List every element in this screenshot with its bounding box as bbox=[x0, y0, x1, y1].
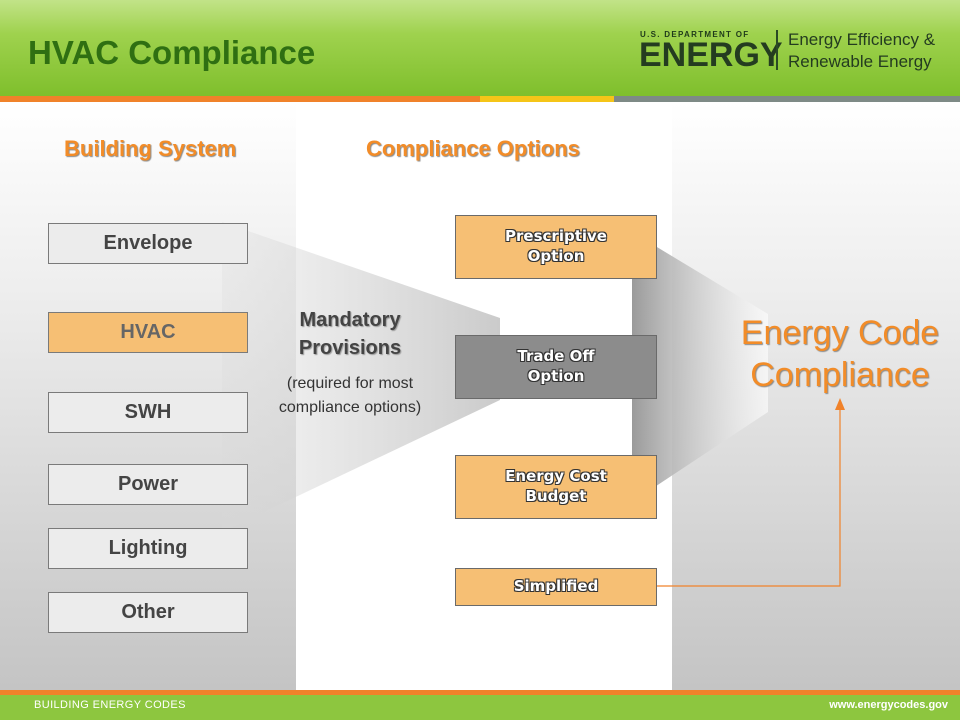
option-prescriptive: Prescriptive Option bbox=[455, 215, 657, 279]
heading-building-system: Building System bbox=[64, 136, 237, 161]
ecb-line1: Energy Cost bbox=[505, 467, 607, 485]
eere-logo-line1: Energy Efficiency & bbox=[788, 30, 936, 49]
eere-logo-line2: Renewable Energy bbox=[788, 52, 932, 71]
logo-divider bbox=[776, 30, 778, 70]
system-swh: SWH bbox=[48, 392, 248, 433]
mandatory-provisions-note: (required for most compliance options) bbox=[250, 372, 450, 420]
header-banner: HVAC Compliance U.S. DEPARTMENT OF ENERG… bbox=[0, 0, 960, 96]
accent-bar-orange bbox=[0, 96, 480, 102]
prescriptive-line1: Prescriptive bbox=[505, 227, 607, 245]
accent-bar-gray bbox=[614, 96, 960, 102]
footer: BUILDING ENERGY CODES www.energycodes.go… bbox=[0, 695, 960, 720]
mandatory-provisions-title: Mandatory Provisions bbox=[260, 306, 440, 362]
option-energy-cost-budget: Energy Cost Budget bbox=[455, 455, 657, 519]
tradeoff-line1: Trade Off bbox=[517, 347, 595, 365]
system-lighting: Lighting bbox=[48, 528, 248, 569]
accent-bar-yellow bbox=[480, 96, 614, 102]
ecb-line2: Budget bbox=[525, 487, 587, 505]
ecc-line1: Energy Code bbox=[740, 314, 940, 352]
simplified-label: Simplified bbox=[513, 577, 599, 595]
tradeoff-line2: Option bbox=[527, 367, 585, 385]
ecc-line2: Compliance bbox=[750, 356, 930, 394]
energy-code-compliance-label: Energy Code Compliance bbox=[705, 312, 960, 396]
system-hvac: HVAC bbox=[48, 312, 248, 353]
footer-program-name: BUILDING ENERGY CODES bbox=[34, 699, 186, 711]
system-envelope: Envelope bbox=[48, 223, 248, 264]
options-funnel-shape bbox=[632, 232, 768, 502]
system-power: Power bbox=[48, 464, 248, 505]
option-simplified: Simplified bbox=[455, 568, 657, 606]
system-other: Other bbox=[48, 592, 248, 633]
mandatory-note-line2: compliance options) bbox=[278, 399, 422, 416]
footer-accent-bar bbox=[0, 690, 960, 695]
mandatory-title-line2: Provisions bbox=[298, 337, 402, 359]
prescriptive-line2: Option bbox=[527, 247, 585, 265]
doe-logo-agency-line: U.S. DEPARTMENT OF bbox=[640, 30, 750, 39]
heading-compliance-options: Compliance Options bbox=[366, 136, 580, 161]
doe-logo-energy-word: ENERGY bbox=[639, 36, 783, 74]
option-trade-off: Trade Off Option bbox=[455, 335, 657, 399]
page-title: HVAC Compliance bbox=[28, 34, 316, 71]
simplified-arrowhead bbox=[835, 398, 845, 410]
footer-website-link[interactable]: www.energycodes.gov bbox=[829, 699, 948, 711]
mandatory-note-line1: (required for most bbox=[286, 375, 414, 392]
mandatory-funnel-shape bbox=[222, 222, 500, 532]
simplified-arrow-line bbox=[657, 402, 841, 587]
mandatory-title-line1: Mandatory bbox=[299, 309, 401, 331]
